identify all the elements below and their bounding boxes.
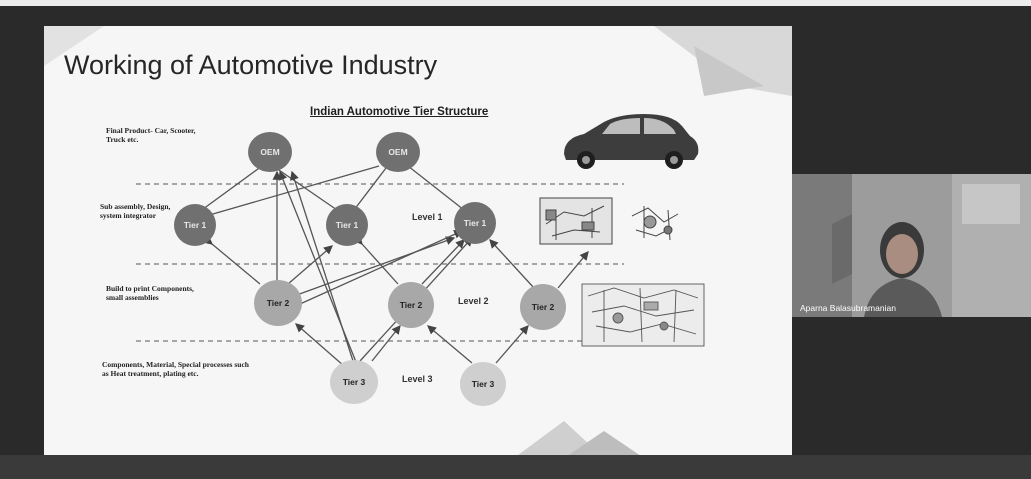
engine-schematic-sketch (581, 283, 705, 347)
participant-video-icon (792, 174, 1031, 317)
level-label: Level 1 (412, 212, 443, 222)
level-label: Level 2 (458, 296, 489, 306)
tier2-node: Tier 2 (520, 284, 566, 330)
slide-title: Working of Automotive Industry (64, 50, 438, 80)
row-label-build-to-print: Build to print Components, small assembl… (106, 284, 194, 302)
car-assembly-sketch-icon (539, 197, 613, 245)
shared-slide: Working of Automotive Industry Indian Au… (44, 26, 792, 458)
tier2-node: Tier 2 (388, 282, 434, 328)
oem-node: OEM (248, 132, 292, 172)
participant-video-tile[interactable]: Aparna Balasubramanian (792, 174, 1031, 317)
slide-graphics (44, 26, 792, 458)
participant-name: Aparna Balasubramanian (800, 303, 896, 313)
tier1-node: Tier 1 (174, 204, 216, 246)
tier3-node: Tier 3 (460, 362, 506, 406)
tier2-node: Tier 2 (254, 280, 302, 326)
tier3-node: Tier 3 (330, 360, 378, 404)
bottom-bar (0, 455, 1031, 479)
oem-node: OEM (376, 132, 420, 172)
component-sketch-icon (631, 206, 679, 241)
level-label: Level 3 (402, 374, 433, 384)
diagram-connectors (198, 165, 589, 367)
slide-subtitle: Indian Automotive Tier Structure (310, 106, 489, 118)
tier1-node: Tier 1 (454, 202, 496, 244)
row-label-sub-assembly: Sub assembly, Design, system integrator (100, 202, 171, 220)
car-icon (564, 114, 699, 169)
row-label-final-product: Final Product- Car, Scooter, Truck etc. (106, 126, 196, 144)
decor-triangles (44, 26, 792, 458)
top-bar (0, 0, 1031, 6)
row-label-components: Components, Material, Special processes … (102, 360, 249, 378)
tier1-node: Tier 1 (326, 204, 368, 246)
